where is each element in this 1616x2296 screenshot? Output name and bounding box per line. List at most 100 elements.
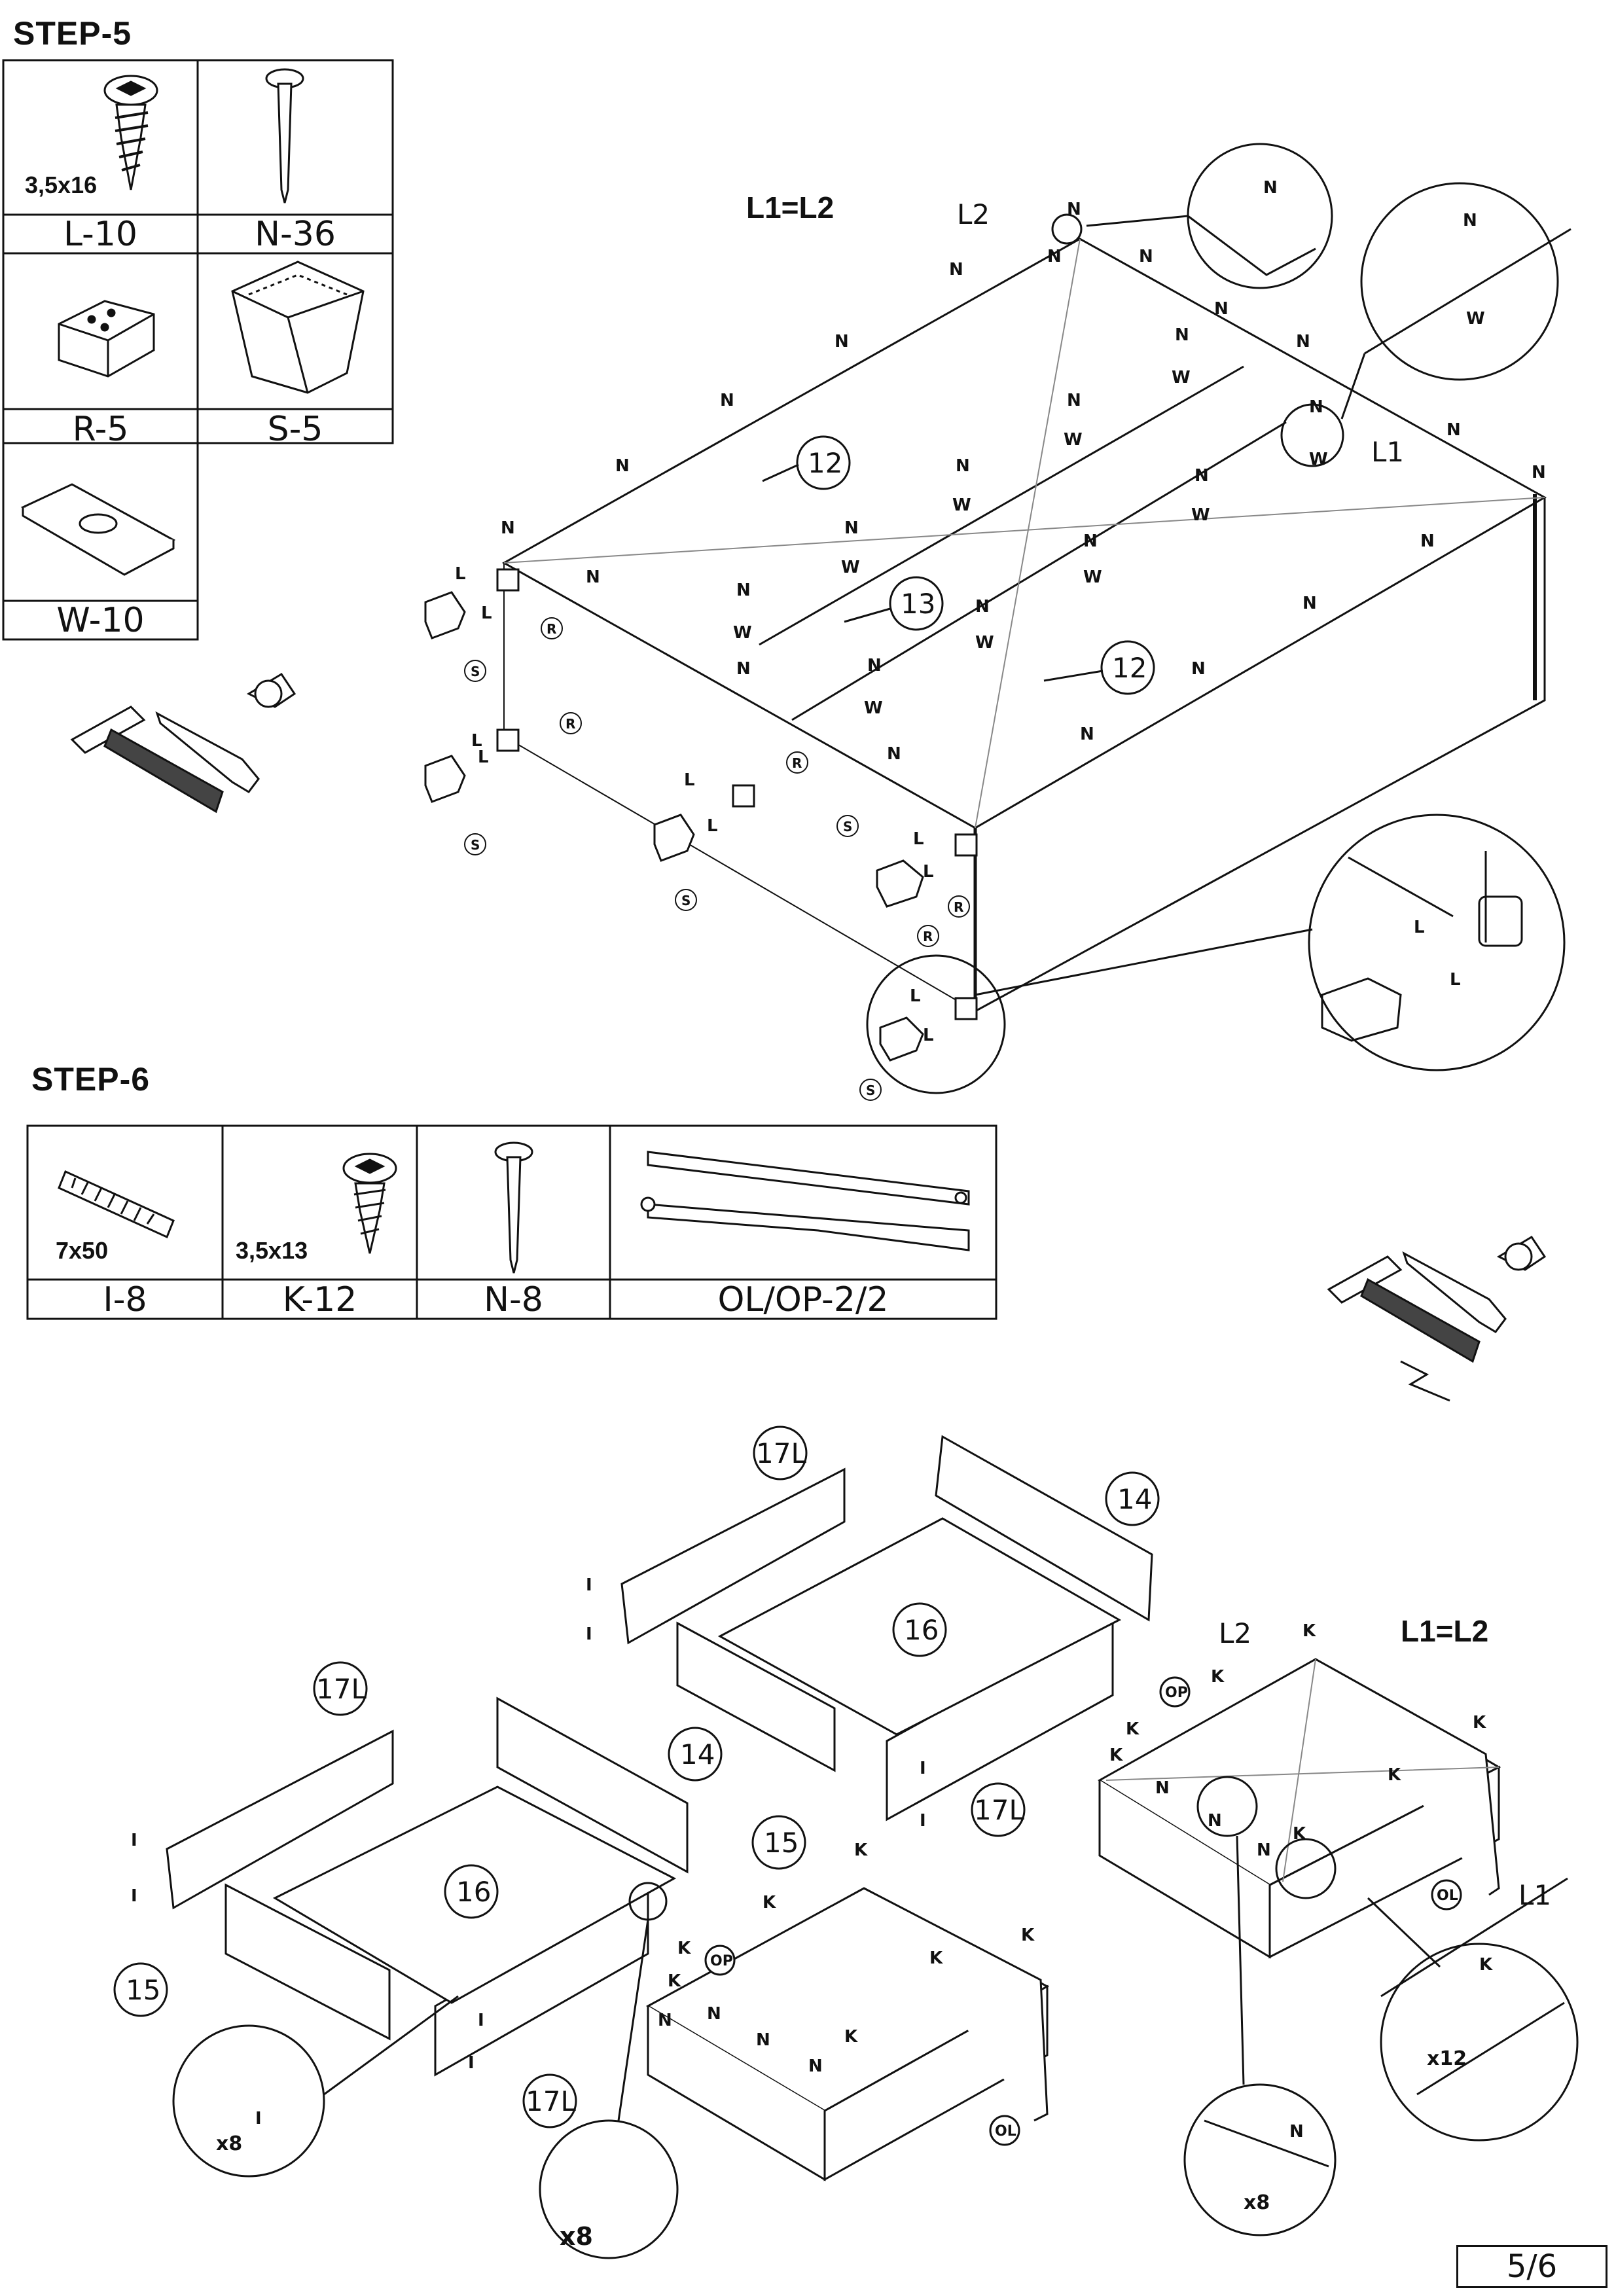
- svg-text:N: N: [1463, 211, 1477, 230]
- corner-block-icon: [58, 300, 155, 378]
- svg-text:L: L: [913, 829, 924, 849]
- svg-text:W: W: [1083, 567, 1102, 587]
- page-number: 5/6: [1456, 2245, 1607, 2288]
- runner-icon: [640, 1151, 970, 1251]
- svg-text:N: N: [1309, 397, 1323, 417]
- callout-17l-lower: 17L: [316, 1673, 367, 1705]
- block-mark-letters: RRR RR SSS SS: [471, 621, 963, 1098]
- svg-text:S: S: [471, 664, 480, 679]
- part-code-n36: N-36: [255, 215, 336, 254]
- svg-text:L: L: [471, 731, 482, 751]
- dowel-icon: [58, 1170, 175, 1239]
- part-code-k12: K-12: [282, 1280, 357, 1319]
- callout-16-lower: 16: [456, 1876, 491, 1908]
- tools-icon-step6: [1327, 1235, 1547, 1402]
- step6-parts-table: [26, 1124, 997, 1320]
- part-code-ol-op: OL/OP-2/2: [717, 1280, 889, 1319]
- step5-parts-table: [2, 59, 394, 641]
- step5-callouts: [762, 435, 1155, 695]
- count-screws: x12: [1427, 2047, 1467, 2070]
- svg-text:N: N: [1302, 594, 1317, 613]
- svg-text:W: W: [1309, 450, 1328, 469]
- plate-icon: [20, 483, 176, 576]
- svg-text:N: N: [1194, 466, 1209, 486]
- nail-icon-n8: [494, 1141, 533, 1274]
- svg-text:L: L: [455, 564, 466, 584]
- svg-text:N: N: [1191, 659, 1206, 679]
- svg-text:N: N: [736, 659, 751, 679]
- screw-icon: [103, 75, 158, 190]
- part-code-w10: W-10: [56, 601, 145, 640]
- callout-16-upper: 16: [904, 1614, 939, 1646]
- svg-text:N: N: [975, 597, 990, 617]
- svg-text:W: W: [1191, 505, 1210, 525]
- svg-text:I: I: [131, 1886, 137, 1906]
- runner-label-op: OP: [1165, 1685, 1188, 1701]
- svg-text:K: K: [844, 2027, 858, 2047]
- svg-text:S: S: [681, 893, 691, 908]
- part-size-l10: 3,5x16: [25, 171, 98, 198]
- part-code-i8: I-8: [103, 1280, 147, 1319]
- screw-icon-k: [342, 1153, 397, 1254]
- step5-equation: L1=L2: [746, 190, 835, 224]
- svg-text:N: N: [720, 391, 734, 410]
- svg-text:R: R: [566, 716, 575, 732]
- part-size-i8: 7x50: [56, 1237, 109, 1264]
- svg-text:N: N: [756, 2030, 770, 2050]
- svg-text:N: N: [1446, 420, 1461, 440]
- svg-text:I: I: [131, 1831, 137, 1850]
- svg-text:N: N: [835, 332, 849, 351]
- cabinet-top-assembly: [501, 143, 1571, 1094]
- svg-text:K: K: [1126, 1719, 1140, 1739]
- svg-text:N: N: [949, 260, 963, 279]
- svg-text:N: N: [1214, 299, 1229, 319]
- callout-17l-lower-b: 17L: [526, 2085, 576, 2117]
- svg-text:W: W: [864, 698, 883, 718]
- svg-text:N: N: [1208, 1811, 1222, 1831]
- svg-text:K: K: [1211, 1667, 1225, 1687]
- svg-text:R: R: [923, 929, 933, 944]
- callout-14-upper: 14: [1117, 1483, 1152, 1515]
- count-dowels-b: x8: [560, 2222, 593, 2251]
- runner-label-ol-b: OL: [995, 2123, 1016, 2140]
- corner-blocks: [424, 568, 978, 1062]
- step6-callouts: [113, 1426, 1462, 2146]
- nail-marks: NNN NNN NNN NNN NNN NNN NNN NNN NNN NN N…: [501, 178, 1546, 764]
- svg-text:K: K: [1021, 1926, 1035, 1945]
- svg-text:I: I: [478, 2011, 484, 2030]
- callout-12a: 12: [808, 447, 842, 479]
- svg-text:W: W: [1172, 368, 1191, 387]
- svg-text:I: I: [468, 2053, 475, 2073]
- svg-text:N: N: [1296, 332, 1310, 351]
- svg-text:N: N: [1263, 178, 1278, 198]
- svg-text:L: L: [684, 770, 695, 790]
- svg-text:K: K: [929, 1948, 943, 1968]
- svg-text:R: R: [792, 755, 802, 771]
- svg-text:N: N: [501, 518, 515, 538]
- svg-text:N: N: [1067, 200, 1081, 219]
- svg-text:L: L: [1414, 918, 1425, 937]
- svg-text:N: N: [707, 2004, 721, 2024]
- svg-text:N: N: [844, 518, 859, 538]
- svg-text:I: I: [586, 1575, 592, 1595]
- svg-text:N: N: [736, 581, 751, 600]
- part-code-l10: L-10: [63, 215, 137, 254]
- runner-label-ol: OL: [1437, 1888, 1458, 1904]
- svg-text:K: K: [1479, 1955, 1493, 1975]
- count-nails: x8: [1244, 2191, 1270, 2214]
- callout-17l-upper-b: 17L: [974, 1794, 1024, 1826]
- part-code-n8: N-8: [484, 1280, 543, 1319]
- svg-text:N: N: [1257, 1840, 1271, 1860]
- diag-label-l2: L2: [957, 198, 990, 230]
- callout-15-lower: 15: [126, 1974, 160, 2006]
- callout-13: 13: [901, 588, 935, 620]
- block-marks: [464, 617, 970, 1101]
- svg-text:L: L: [1450, 970, 1461, 990]
- svg-text:L: L: [923, 862, 934, 882]
- svg-text:N: N: [1155, 1778, 1170, 1798]
- svg-text:S: S: [471, 837, 480, 853]
- svg-text:N: N: [1080, 725, 1094, 744]
